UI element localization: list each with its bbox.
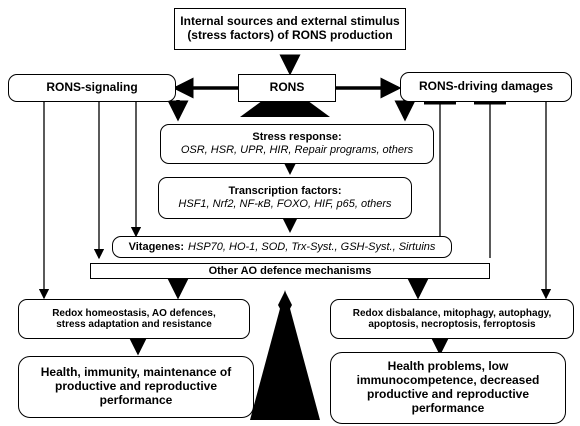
- transcription-factors-items: HSF1, Nrf2, NF-κB, FOXO, HIF, p65, other…: [178, 198, 392, 210]
- health-positive-line1: Health, immunity, maintenance of: [40, 365, 232, 380]
- vitagenes-title: Vitagenes:: [128, 240, 185, 253]
- bottom-triangle: [250, 290, 320, 420]
- ao-defence-band: Other AO defence mechanisms: [90, 263, 490, 279]
- vitagenes-items: HSP70, HO-1, SOD, Trx-Syst., GSH-Syst., …: [188, 240, 436, 253]
- redox-homeostasis-box: Redox homeostasis, AO defences, stress a…: [18, 299, 250, 339]
- transcription-factors-box: Transcription factors: HSF1, Nrf2, NF-κB…: [158, 177, 412, 219]
- rons-box: RONS: [238, 74, 336, 102]
- rons-damages-box: RONS-driving damages: [400, 72, 572, 102]
- health-positive-line3: performance: [99, 392, 173, 407]
- stress-response-items: OSR, HSR, UPR, HIR, Repair programs, oth…: [180, 144, 414, 156]
- redox-disbalance-line1: Redox disbalance, mitophagy, autophagy,: [352, 307, 552, 319]
- redox-disbalance-line2: apoptosis, necroptosis, ferroptosis: [368, 319, 536, 330]
- source-line2: (stress factors) of RONS production: [187, 28, 393, 42]
- redox-homeostasis-line2: stress adaptation and resistance: [56, 319, 212, 330]
- health-positive-line2: productive and reproductive: [54, 379, 218, 394]
- health-problems-line3: productive and reproductive: [366, 387, 530, 401]
- health-problems-box: Health problems, low immunocompetence, d…: [330, 352, 566, 424]
- vitagenes-box: Vitagenes: HSP70, HO-1, SOD, Trx-Syst., …: [112, 236, 452, 258]
- health-positive-box: Health, immunity, maintenance of product…: [18, 356, 254, 418]
- stress-response-title: Stress response:: [252, 131, 342, 144]
- health-problems-line2: immunocompetence, decreased: [356, 373, 540, 388]
- source-line1: Internal sources and external stimulus: [180, 14, 400, 29]
- source-box: Internal sources and external stimulus (…: [174, 8, 406, 50]
- stress-response-box: Stress response: OSR, HSR, UPR, HIR, Rep…: [160, 124, 434, 164]
- redox-disbalance-box: Redox disbalance, mitophagy, autophagy, …: [330, 299, 574, 339]
- health-problems-line4: performance: [411, 400, 485, 415]
- rons-signaling-box: RONS-signaling: [8, 74, 176, 102]
- redox-homeostasis-line1: Redox homeostasis, AO defences,: [52, 307, 216, 319]
- health-problems-line1: Health problems, low: [387, 359, 509, 374]
- transcription-factors-title: Transcription factors:: [228, 185, 342, 198]
